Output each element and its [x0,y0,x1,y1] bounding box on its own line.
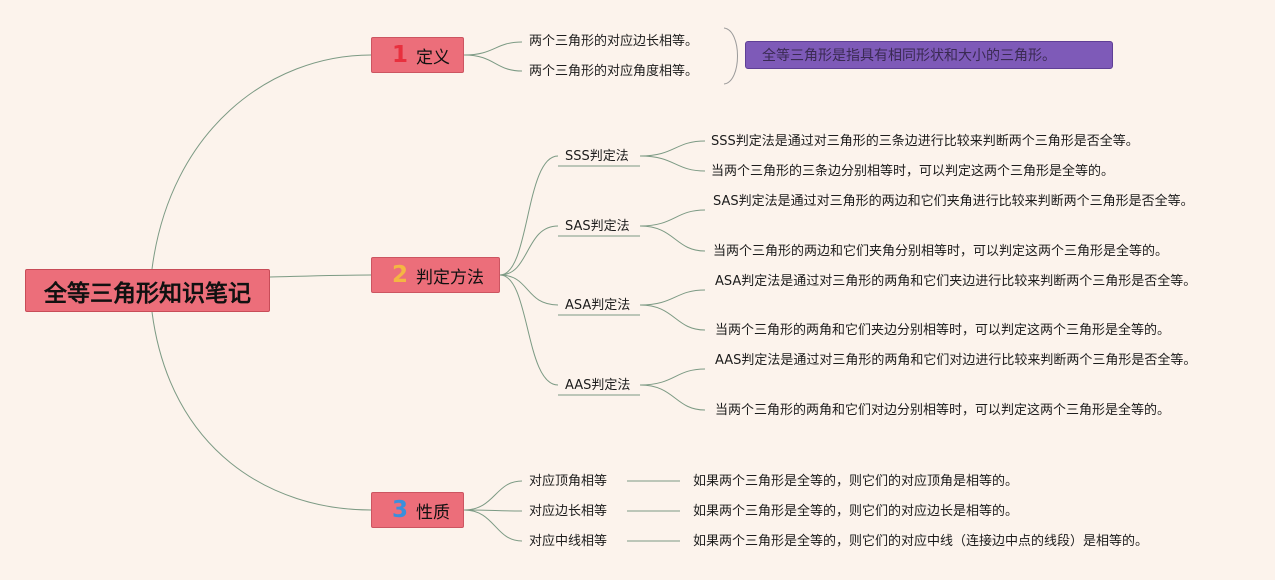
topic-label: 判定方法 [416,267,485,288]
property-description[interactable]: 如果两个三角形是全等的，则它们的对应顶角是相等的。 [693,474,1019,489]
method-sas[interactable]: SAS判定法 [565,219,630,234]
aas-description[interactable]: AAS判定法是通过对三角形的两角和它们对边进行比较来判断两个三角形是否全等。 [715,353,1197,368]
method-asa[interactable]: ASA判定法 [565,298,631,313]
method-sss[interactable]: SSS判定法 [565,149,629,164]
topic-definition[interactable]: 1 定义 [371,37,464,73]
property-vertex-angle[interactable]: 对应顶角相等 [529,474,608,489]
number-3-icon: 3 [392,497,409,523]
aas-condition[interactable]: 当两个三角形的两角和它们对边分别相等时，可以判定这两个三角形是全等的。 [715,403,1171,418]
root-topic[interactable]: 全等三角形知识笔记 [25,269,270,312]
property-median[interactable]: 对应中线相等 [529,534,608,549]
number-2-icon: 2 [392,262,409,288]
number-1-icon: 1 [392,42,409,68]
sss-description[interactable]: SSS判定法是通过对三角形的三条边进行比较来判断两个三角形是否全等。 [711,134,1139,149]
method-aas[interactable]: AAS判定法 [565,378,631,393]
topic-label: 定义 [416,47,451,68]
summary-text: 全等三角形是指具有相同形状和大小的三角形。 [762,48,1056,64]
sas-condition[interactable]: 当两个三角形的两边和它们夹角分别相等时，可以判定这两个三角形是全等的。 [713,244,1169,259]
definition-summary[interactable]: 全等三角形是指具有相同形状和大小的三角形。 [745,41,1113,69]
topic-methods[interactable]: 2 判定方法 [371,257,500,293]
property-side-length[interactable]: 对应边长相等 [529,504,608,519]
asa-description[interactable]: ASA判定法是通过对三角形的两角和它们夹边进行比较来判断两个三角形是否全等。 [715,274,1197,289]
sss-condition[interactable]: 当两个三角形的三条边分别相等时，可以判定这两个三角形是全等的。 [711,164,1115,179]
topic-label: 性质 [416,502,451,523]
topic-properties[interactable]: 3 性质 [371,492,464,528]
asa-condition[interactable]: 当两个三角形的两角和它们夹边分别相等时，可以判定这两个三角形是全等的。 [715,323,1171,338]
definition-item[interactable]: 两个三角形的对应边长相等。 [529,34,699,49]
root-title: 全等三角形知识笔记 [44,280,251,307]
definition-item[interactable]: 两个三角形的对应角度相等。 [529,64,699,79]
sas-description[interactable]: SAS判定法是通过对三角形的两边和它们夹角进行比较来判断两个三角形是否全等。 [713,194,1194,209]
property-description[interactable]: 如果两个三角形是全等的，则它们的对应边长是相等的。 [693,504,1019,519]
property-description[interactable]: 如果两个三角形是全等的，则它们的对应中线（连接边中点的线段）是相等的。 [693,534,1149,549]
